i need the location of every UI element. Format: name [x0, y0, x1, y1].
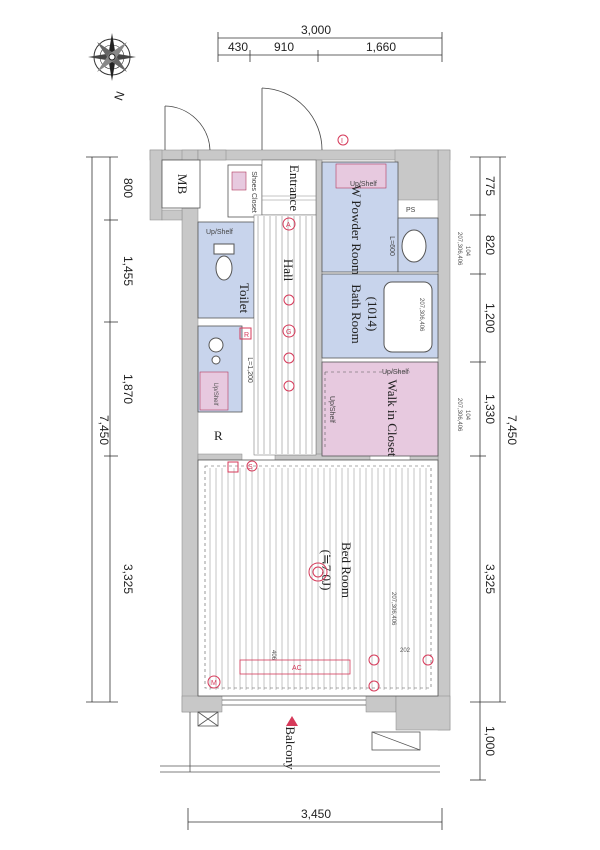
dim-right-5: 3,325 [483, 564, 497, 594]
dim-top-2: 910 [274, 40, 294, 54]
washroom-up-shelf: Up/Shelf [212, 382, 218, 405]
mb-box [161, 159, 201, 209]
toilet-bowl-icon [215, 255, 233, 281]
entrance-label: Entrance [287, 165, 302, 211]
dim-top-3: 1,660 [366, 40, 396, 54]
powder-up-shelf: Up/Shelf [350, 181, 377, 188]
ac-unit [239, 659, 351, 675]
dim-207-d: 207,306,406 [390, 592, 396, 626]
dim-left-1: 800 [121, 178, 135, 198]
powder-room-label: W Powder Room [349, 185, 364, 275]
bath-size-label: (1014) [365, 297, 380, 332]
marker-i-label: I [341, 138, 343, 145]
closet-up-shelf-2: Up/Shelf [328, 396, 335, 423]
hall-floor-lines [257, 216, 313, 454]
m-label: M [211, 680, 217, 687]
dim-left-3: 1,870 [121, 374, 135, 404]
shoes-closet-mark [231, 171, 247, 191]
bed-outlet-2 [368, 680, 380, 692]
r-marker-1 [239, 327, 252, 340]
dim-left-2: 1,455 [121, 256, 135, 286]
r-label-2: R [214, 428, 223, 443]
dim-104-a: 104 [464, 246, 470, 257]
dim-202-b: 202 [400, 648, 411, 654]
dim-104-c: 104 [464, 410, 470, 421]
washroom-fixture-icon-2 [211, 355, 221, 365]
dim-207-c: 207,306,406 [456, 398, 462, 432]
toilet-tank-icon [213, 243, 235, 255]
dim-right-4: 1,330 [483, 394, 497, 424]
bathtub-icon [383, 281, 433, 353]
dim-left-4: 3,325 [121, 564, 135, 594]
dim-bottom-total: 3,450 [301, 807, 331, 821]
dim-right-3: 1,200 [483, 303, 497, 333]
r-label-1: R [244, 332, 249, 339]
washroom-fixture-icon [208, 337, 224, 353]
bed-ceiling-light-inner [312, 566, 324, 578]
closet-up-shelf-1: Up/Shelf [382, 369, 409, 376]
powder-length-label: L=600 [388, 236, 395, 256]
bed-dashed-border [204, 465, 432, 689]
walk-in-closet-label: Walk in Closet [385, 380, 400, 457]
marker-g-label: G [286, 329, 291, 336]
bath-room-label: Bath Room [349, 284, 364, 344]
m-marker [207, 675, 221, 689]
hall-label: Hall [281, 259, 296, 282]
bed-ceiling-light [308, 562, 328, 582]
washer-icon [401, 229, 427, 263]
dim-left-total: 7,450 [97, 415, 111, 445]
washroom-shelf-mark [199, 371, 229, 411]
dim-right-6: 1,000 [483, 726, 497, 756]
dim-207-a: 207,306,406 [456, 232, 462, 266]
dim-207-b: 207,306,406 [418, 298, 424, 332]
bed-floor-lines [209, 468, 427, 690]
dim-right-total: 7,450 [505, 415, 519, 445]
dim-top-total: 3,000 [301, 23, 331, 37]
bed-outlet-4 [422, 654, 434, 666]
marker-a-label: A [286, 222, 291, 229]
ps-label: PS [406, 207, 416, 214]
toilet-up-shelf: Up/Shelf [206, 229, 233, 236]
ac-label: AC [292, 665, 302, 672]
mb-label: MB [175, 174, 190, 195]
balcony-window [222, 699, 366, 706]
bed-room-label: Bed Room [339, 542, 354, 598]
dim-right-2: 820 [483, 235, 497, 255]
mb-door [164, 105, 211, 151]
i-marker-box [227, 461, 239, 473]
dim-right-1: 775 [483, 176, 497, 196]
right-dimensions [470, 156, 506, 781]
balcony-drain-icon [286, 716, 298, 726]
entrance-area [261, 159, 317, 216]
compass-north-label: N [111, 89, 127, 102]
counter-length-label: L=1,200 [246, 357, 253, 383]
closet-dashed-lines [324, 371, 410, 450]
bed-outlet-3 [246, 460, 258, 472]
hall-markers: A G I [282, 134, 349, 392]
left-dimensions [86, 156, 118, 703]
s-label: S [248, 464, 253, 471]
powder-shelf-mark [335, 163, 387, 189]
entrance-hatch [262, 195, 316, 201]
toilet-label: Toilet [237, 283, 252, 314]
entrance-door [261, 87, 323, 151]
walls [149, 149, 451, 731]
balcony-label: Balcony [283, 726, 298, 770]
shoes-closet-label: Shoes Closet [250, 171, 257, 213]
walk-in-closet [321, 361, 439, 457]
bed-outlet-1 [368, 654, 380, 666]
dim-top-1: 430 [228, 40, 248, 54]
top-dimensions [217, 32, 443, 62]
balcony-area [160, 711, 440, 773]
bottom-dimension [187, 808, 443, 830]
compass [88, 33, 136, 81]
dim-406: 406 [270, 650, 276, 661]
